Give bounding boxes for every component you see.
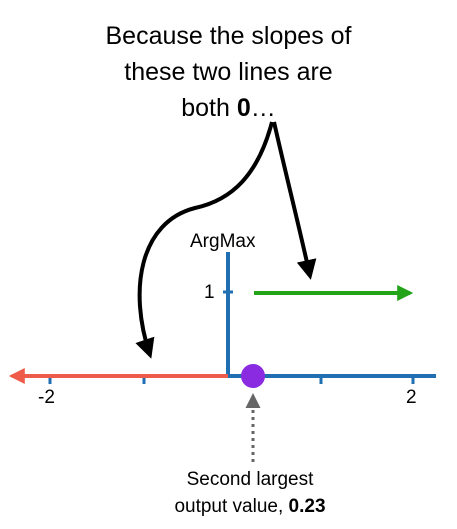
- top-caption-line-1: Because the slopes of: [105, 22, 352, 50]
- curved-arrow-to-red-line: [135, 121, 274, 359]
- bottom-caption-value: 0.23: [288, 496, 326, 517]
- top-caption-line-2: these two lines are: [124, 58, 333, 86]
- top-caption-line-3-prefix: both: [181, 94, 237, 122]
- bottom-caption-line-2-prefix: output value,: [174, 496, 289, 517]
- top-caption-slope-value: 0: [236, 94, 251, 122]
- y-axis-label: ArgMax: [190, 231, 256, 252]
- top-caption: Because the slopes of these two lines ar…: [0, 18, 457, 126]
- y-tick-1-label: 1: [204, 282, 215, 303]
- bottom-caption-line-1: Second largest: [186, 469, 314, 490]
- bottom-caption: Second largest output value, 0.23: [100, 466, 400, 520]
- second-largest-point: [241, 364, 265, 388]
- bottom-caption-line-2: output value, 0.23: [100, 493, 400, 520]
- x-tick-neg2-label: -2: [38, 387, 55, 408]
- top-caption-line-3: both 0…: [0, 90, 457, 126]
- x-tick-2-label: 2: [406, 387, 417, 408]
- arrow-to-green-line: [272, 121, 317, 280]
- top-caption-line-3-suffix: …: [250, 94, 276, 122]
